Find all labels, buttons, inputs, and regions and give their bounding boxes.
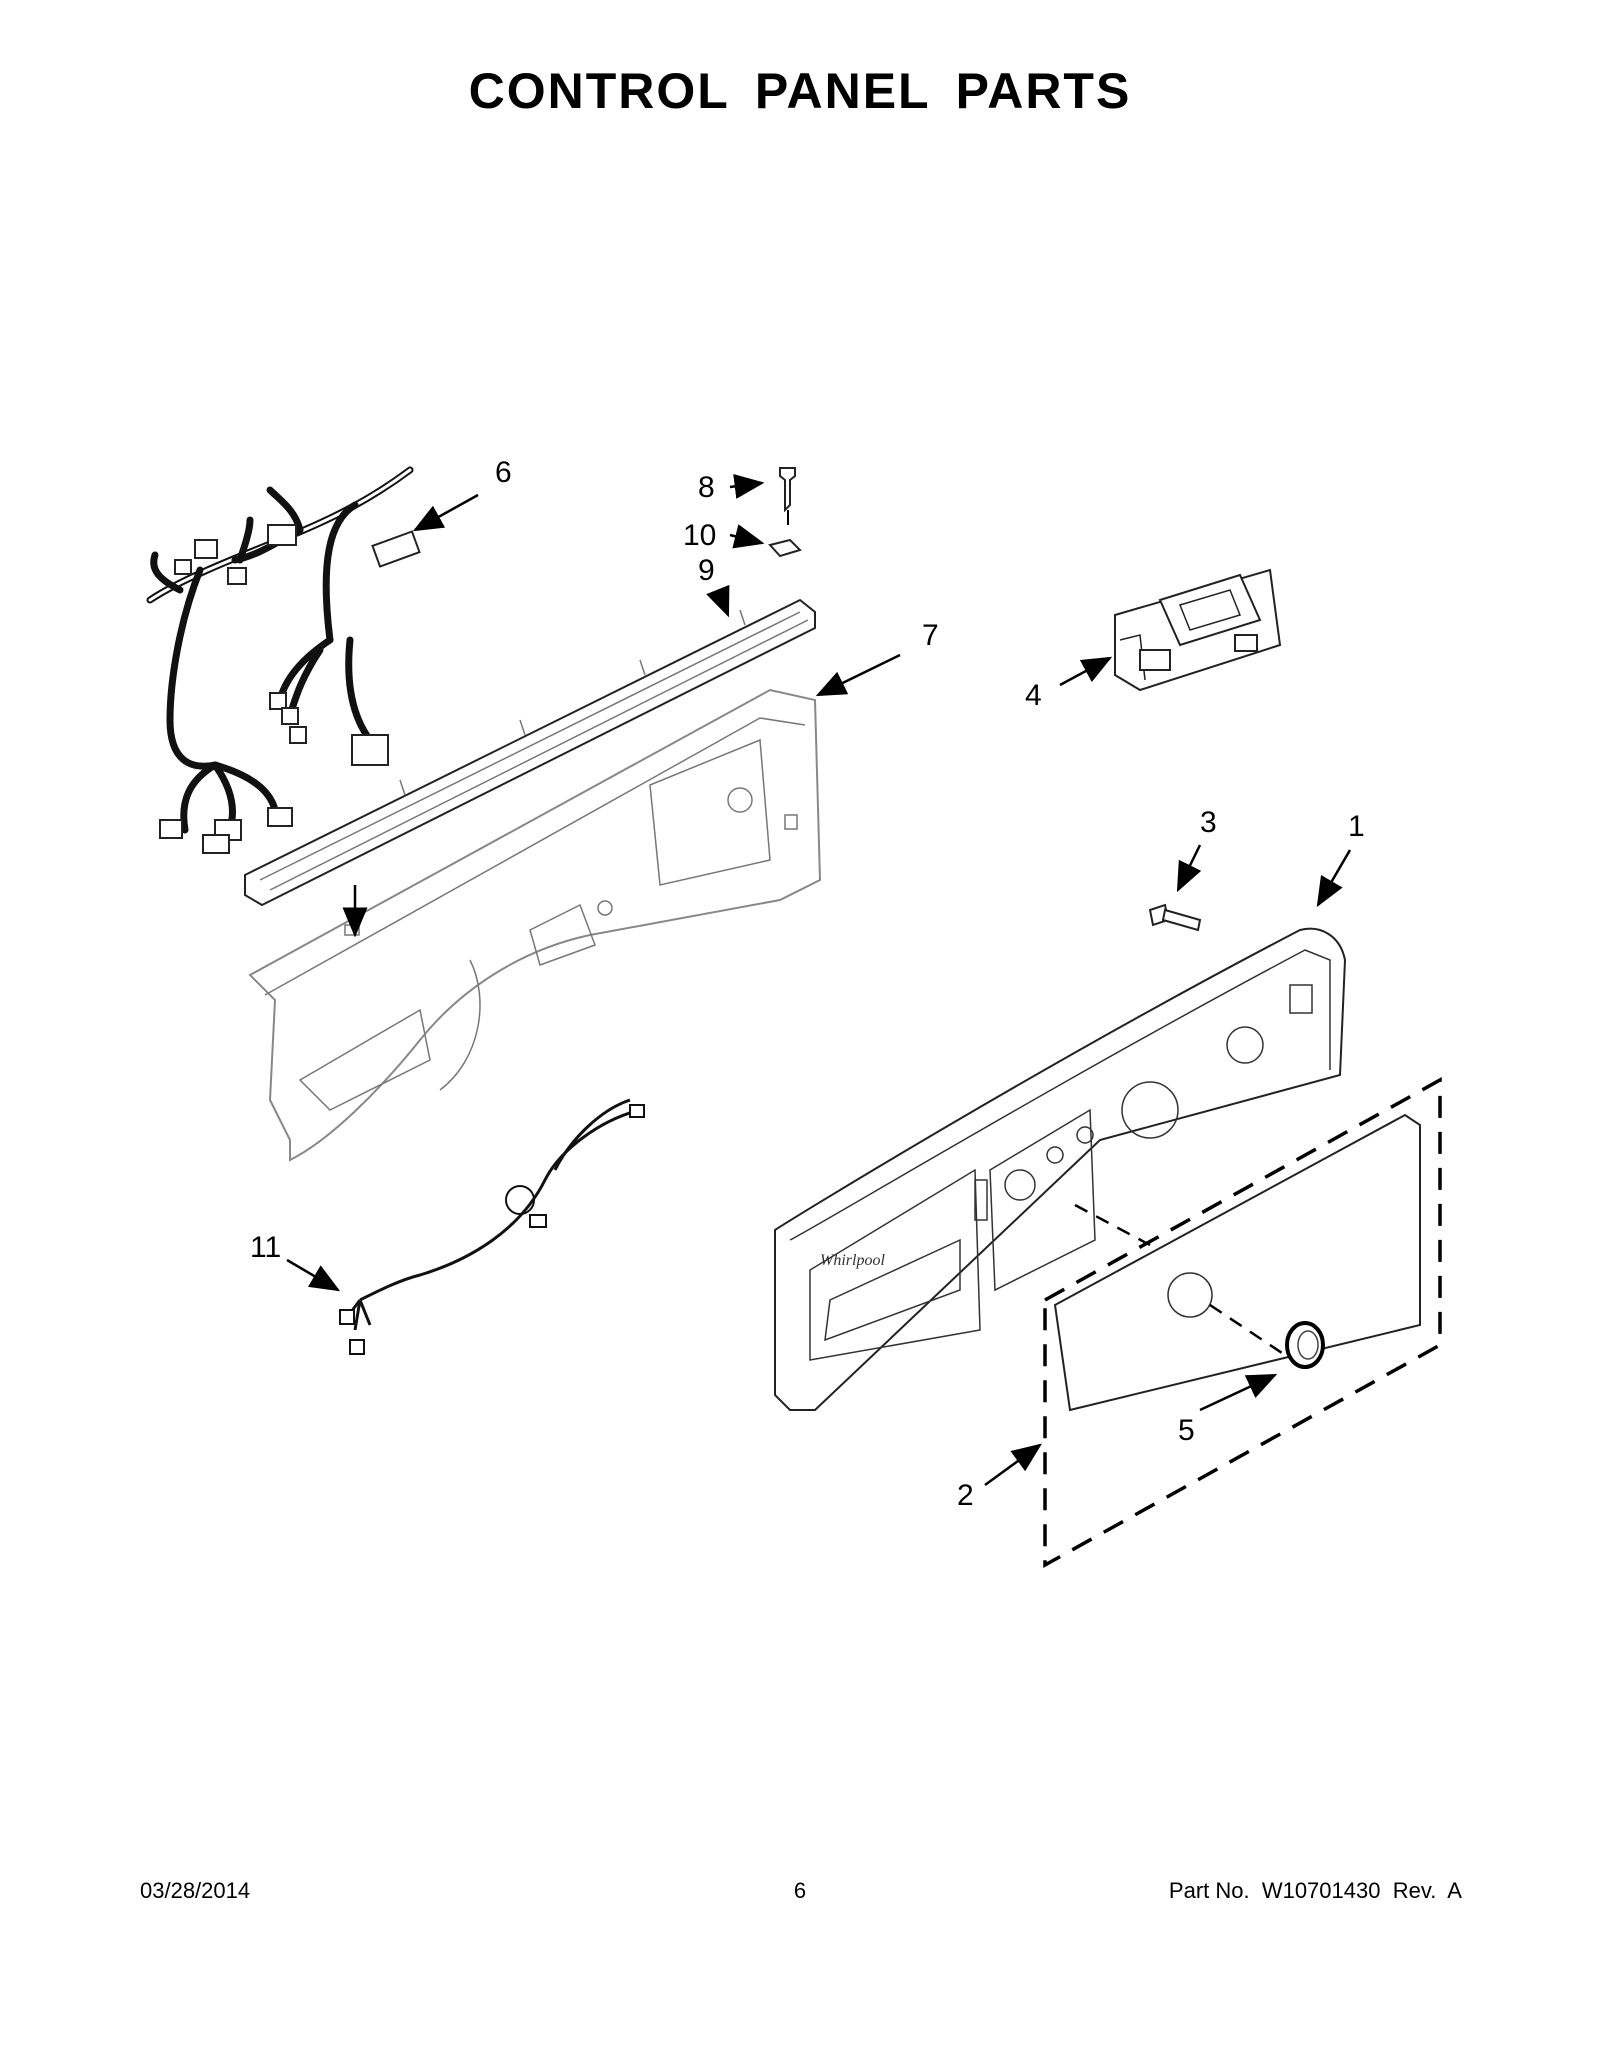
footer-page-number: 6 [793,1878,807,1903]
callout-10: 10 [683,519,716,552]
control-board-part-4 [1114,568,1282,692]
leader-lines [286,474,1352,1487]
footer-date: 03/28/2014 [140,1878,251,1903]
panel-backing-part-7 [248,688,822,1162]
page-title: CONTROL PANEL PARTS [468,63,1132,119]
callout-5: 5 [1178,1414,1195,1447]
sensor-wire-part-11 [339,1098,645,1355]
callout-8: 8 [698,471,715,504]
clip-part-10 [768,538,802,558]
console-frame-part-1: Whirlpool [774,927,1347,1411]
footer-part-number: Part No. W10701430 Rev. A [1168,1878,1462,1903]
screw-part-8 [779,467,796,525]
callout-2: 2 [957,1479,974,1512]
callout-4: 4 [1025,679,1042,712]
callout-1: 1 [1348,810,1365,843]
callout-9: 9 [698,554,715,587]
callout-6: 6 [495,456,512,489]
callout-7: 7 [922,619,939,652]
brand-logo: Whirlpool [820,1252,885,1269]
wire-harness-part-6 [146,466,421,854]
button-part-5 [1285,1321,1325,1369]
callout-labels: 1 2 3 4 5 6 7 8 9 10 11 [250,456,1365,1512]
callout-3: 3 [1200,806,1217,839]
membrane-overlay-part-2 [1043,1077,1442,1568]
screw-part-3 [1148,903,1202,932]
console-bracket-part-9 [244,598,816,907]
callout-11: 11 [250,1231,281,1264]
